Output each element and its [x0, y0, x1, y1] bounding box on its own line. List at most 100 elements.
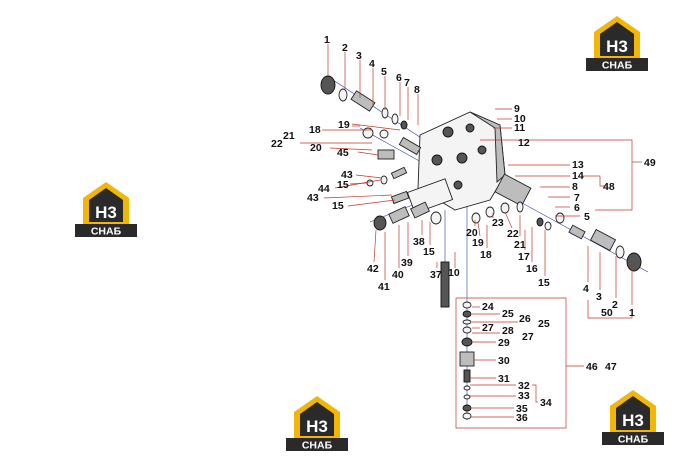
- part-washer: [544, 221, 552, 231]
- callout-49: 49: [644, 157, 656, 169]
- callout-22: 22: [271, 138, 283, 150]
- part-oring: [430, 211, 442, 225]
- callout-28: 28: [502, 325, 514, 337]
- stack-stem: [463, 369, 471, 383]
- logo-mark: H3: [95, 203, 117, 222]
- part-spring: [589, 228, 617, 252]
- callout-14: 14: [572, 170, 584, 182]
- logo-house: [616, 396, 650, 430]
- logo-banner: [586, 58, 648, 71]
- part-seal: [536, 217, 544, 227]
- callout-8-right: 8: [572, 181, 578, 193]
- part-cap: [320, 75, 336, 95]
- callout-8: 8: [414, 84, 420, 96]
- logo-icon: H3 СНАБ: [286, 396, 348, 452]
- callout-40: 40: [392, 269, 404, 281]
- callout-47: 47: [605, 361, 617, 373]
- logo-text: СНАБ: [91, 226, 122, 238]
- part-washer: [516, 201, 524, 213]
- callout-2: 2: [342, 42, 348, 54]
- callout-43: 43: [341, 169, 353, 181]
- callout-29: 29: [498, 337, 510, 349]
- callout-26: 26: [519, 313, 531, 325]
- callout-9: 9: [514, 103, 520, 115]
- logo-banner: [286, 438, 348, 451]
- part-pin: [390, 166, 408, 180]
- stack-part: [463, 394, 471, 400]
- logo-banner: [602, 432, 664, 445]
- callout-15-lower: 15: [423, 246, 435, 258]
- leader-lines: [300, 44, 642, 429]
- callout-20: 20: [310, 142, 322, 154]
- stack-part: [462, 301, 472, 309]
- part-oring: [380, 175, 388, 185]
- stack-part: [463, 385, 471, 391]
- part-oring: [471, 212, 481, 224]
- stack-part: [461, 337, 473, 347]
- callout-17: 17: [518, 251, 530, 263]
- body-port: [453, 180, 463, 190]
- callout-3: 3: [356, 50, 362, 62]
- callout-33: 33: [518, 390, 530, 402]
- watermark-logo-top-right: H3 СНАБ: [584, 14, 650, 72]
- logo-house: [89, 188, 123, 222]
- logo-mark: H3: [606, 37, 628, 56]
- callout-27-right: 27: [522, 331, 534, 343]
- callout-13: 13: [572, 159, 584, 171]
- callout-24: 24: [482, 301, 494, 313]
- callout-7-right: 7: [574, 192, 580, 204]
- part-plug: [379, 129, 389, 139]
- logo-mark: H3: [622, 411, 644, 430]
- callout-50: 50: [601, 307, 613, 319]
- part-plug: [362, 127, 374, 139]
- callout-25-right: 25: [538, 318, 550, 330]
- cartridge-right: [471, 173, 642, 272]
- callout-38: 38: [413, 236, 425, 248]
- part-oring: [500, 202, 510, 214]
- logo-text: СНАБ: [302, 440, 333, 452]
- body-side: [469, 111, 506, 183]
- callout-6-right: 6: [574, 202, 580, 214]
- callout-15-mid: 15: [332, 200, 344, 212]
- stack-spring: [459, 351, 475, 367]
- stack-part: [462, 326, 472, 334]
- callout-36: 36: [516, 412, 528, 424]
- callout-41: 41: [378, 281, 390, 293]
- part-oring: [615, 245, 625, 259]
- callout-labels: 1 2 3 4 5 6 7 8 9 10 11 12 49 21 18 19 2…: [271, 34, 656, 424]
- parts-mid-left: [362, 127, 422, 205]
- callout-10-lower: 10: [448, 267, 460, 279]
- callout-15: 15: [337, 179, 349, 191]
- part-housing: [494, 173, 532, 207]
- part-oring: [338, 88, 348, 102]
- callout-11: 11: [514, 122, 525, 134]
- stack-part: [462, 310, 472, 318]
- callout-10: 10: [514, 113, 526, 125]
- logo-banner: [75, 224, 137, 237]
- callout-45: 45: [337, 147, 349, 159]
- callout-39: 39: [401, 257, 413, 269]
- callout-46: 46: [586, 361, 598, 373]
- part-spring: [350, 90, 376, 112]
- callout-42: 42: [367, 263, 379, 275]
- callout-16: 16: [526, 263, 538, 275]
- callout-4-lower: 4: [583, 283, 589, 295]
- logo-house: [600, 22, 634, 56]
- part-fitting: [377, 149, 395, 160]
- watermark-logo-bottom-right: H3 СНАБ: [600, 388, 666, 446]
- body-port: [442, 126, 454, 138]
- watermark-logo-bottom-center: H3 СНАБ: [284, 394, 350, 452]
- callout-21: 21: [283, 130, 295, 142]
- callout-21-lower: 21: [514, 239, 526, 251]
- callout-32: 32: [518, 380, 530, 392]
- part-pin: [568, 224, 586, 240]
- callout-35: 35: [516, 403, 528, 415]
- part-spool: [398, 136, 422, 156]
- part-spring: [410, 201, 430, 219]
- part-cap: [626, 252, 642, 272]
- part-spring: [388, 206, 410, 224]
- callout-1: 1: [324, 34, 330, 46]
- part-stem: [440, 261, 450, 308]
- cartridge-lower-left: [373, 201, 450, 308]
